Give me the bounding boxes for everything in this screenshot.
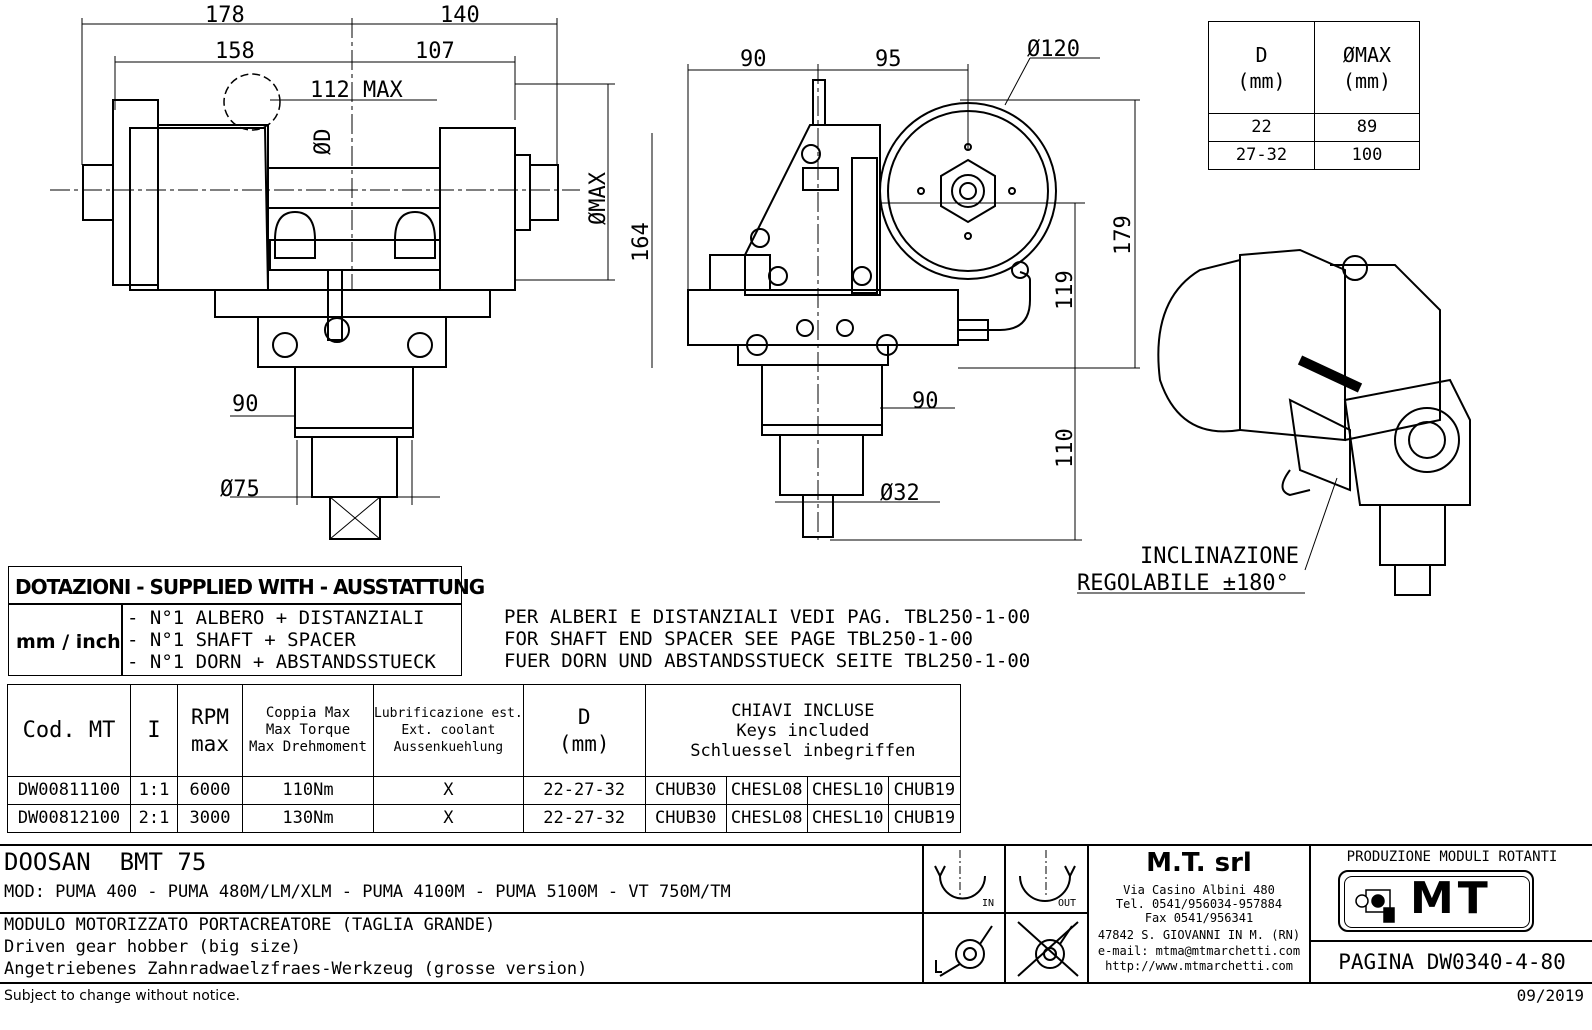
out-label: OUT (1058, 898, 1076, 909)
module-icon (1355, 889, 1395, 923)
cell-code: DW00811100 (7, 776, 131, 805)
dim-112max: 112 MAX (310, 78, 403, 103)
dmax-cell: 27-32 (1208, 141, 1315, 170)
desc-line: Driven gear hobber (big size) (4, 937, 301, 957)
dim-140: 140 (440, 3, 480, 28)
cell-key: CHUB30 (644, 804, 727, 833)
table-row: DW00812100 2:1 3000 130Nm X 22-27-32 CHU… (7, 804, 962, 833)
website-link[interactable]: http://www.mtmarchetti.com (1105, 959, 1293, 973)
dim-95: 95 (875, 47, 902, 72)
cell-coolant: X (373, 776, 524, 805)
dim-164: 164 (629, 222, 654, 262)
inclination-line-2: REGOLABILE ±180° (1077, 571, 1289, 596)
page-number: PAGINA DW0340-4-80 (1338, 950, 1566, 974)
header-rpm: RPM (191, 704, 229, 729)
dim-119: 119 (1053, 270, 1078, 310)
header-ratio: I (130, 684, 178, 777)
dim-d120: Ø120 (1027, 37, 1080, 62)
cell-ratio: 2:1 (130, 804, 178, 833)
cell-key: CHESL08 (725, 776, 808, 805)
cell-d: 22-27-32 (522, 804, 646, 833)
cell-torque: 130Nm (242, 804, 374, 833)
header-coolant: Lubrificazione est. (374, 706, 523, 721)
cell-key: CHUB19 (887, 804, 962, 833)
dim-158: 158 (215, 39, 255, 64)
cell-torque: 110Nm (242, 776, 374, 805)
rotation-out-icon: OUT (1019, 850, 1076, 909)
cell-rpm: 3000 (177, 804, 243, 833)
wrench-allowed-icon (935, 925, 993, 977)
cell-key: CHESL08 (725, 804, 808, 833)
cell-key: CHESL10 (806, 776, 889, 805)
dim-omax: ØMAX (586, 171, 611, 225)
dim-od: ØD (311, 129, 336, 156)
company-name: M.T. srl (1146, 848, 1252, 878)
header-torque: Coppia Max (265, 705, 351, 721)
unit-label: mm / inch (16, 631, 121, 653)
cell-d: 22-27-32 (522, 776, 646, 805)
dim-90-left: 90 (232, 392, 259, 417)
dmax-cell: 100 (1314, 141, 1420, 170)
cell-key: CHUB19 (887, 776, 962, 805)
cell-rpm: 6000 (177, 776, 243, 805)
desc-line: Angetriebenes Zahnradwaelzfraes-Werkzeug… (4, 959, 588, 979)
in-label: IN (982, 898, 994, 909)
machine-title: DOOSAN BMT 75 (4, 848, 207, 876)
address-line: 47842 S. GIOVANNI IN M. (RN) (1097, 928, 1301, 942)
note-line: FOR SHAFT END SPACER SEE PAGE TBL250-1-0… (504, 628, 973, 650)
dim-179: 179 (1111, 215, 1136, 255)
wrench-forbidden-icon (1017, 921, 1079, 977)
dim-d75: Ø75 (220, 477, 260, 502)
address-line: Tel. 0541/956034-957884 (1115, 897, 1283, 911)
cell-key: CHUB30 (644, 776, 727, 805)
dmax-cell: 89 (1314, 113, 1420, 142)
dim-107: 107 (415, 39, 455, 64)
logo-text: MT (1410, 873, 1492, 924)
note-line: FUER DORN UND ABSTANDSSTUECK SEITE TBL25… (504, 650, 1031, 672)
dim-178: 178 (205, 3, 245, 28)
production-label: PRODUZIONE MODULI ROTANTI (1346, 849, 1558, 865)
header-keys: CHIAVI INCLUSE (731, 700, 875, 721)
cell-code: DW00812100 (7, 804, 131, 833)
table-row: DW00811100 1:1 6000 110Nm X 22-27-32 CHU… (7, 776, 962, 805)
models-line: MOD: PUMA 400 - PUMA 480M/LM/XLM - PUMA … (4, 882, 731, 902)
note-line: PER ALBERI E DISTANZIALI VEDI PAG. TBL25… (504, 606, 1031, 628)
dim-d32: Ø32 (880, 481, 920, 506)
cell-ratio: 1:1 (130, 776, 178, 805)
inclination-line-1: INCLINAZIONE (1140, 544, 1299, 569)
rotation-in-icon: IN (934, 850, 994, 909)
cell-coolant: X (373, 804, 524, 833)
mt-logo: MT (1338, 870, 1534, 932)
technical-drawing: 178 140 158 107 112 MAX 90 95 Ø120 90 Ø7… (50, 3, 1471, 596)
cell-key: CHESL10 (806, 804, 889, 833)
address-line: Via Casino Albini 480 (1123, 883, 1275, 897)
desc-line: MODULO MOTORIZZATO PORTACREATORE (TAGLIA… (4, 915, 496, 935)
dmax-cell: 22 (1208, 113, 1315, 142)
revision-date: 09/2019 (1516, 986, 1584, 1005)
header-d: D (577, 704, 591, 729)
supplied-item: - N°1 SHAFT + SPACER (127, 629, 356, 651)
supplied-title: DOTAZIONI - SUPPLIED WITH - AUSSTATTUNG (15, 575, 485, 599)
header-code: Cod. MT (7, 684, 131, 777)
dmax-header-omax: ØMAX (1342, 42, 1392, 67)
change-notice: Subject to change without notice. (4, 988, 240, 1004)
dmax-header-d: D (1255, 42, 1268, 67)
dim-90-right: 90 (912, 389, 939, 414)
address-line: Fax 0541/956341 (1144, 911, 1254, 925)
supplied-item: - N°1 ALBERO + DISTANZIALI (127, 607, 425, 629)
dim-110: 110 (1053, 428, 1078, 468)
supplied-box: DOTAZIONI - SUPPLIED WITH - AUSSTATTUNG … (8, 566, 485, 676)
email-link[interactable]: e-mail: mtma@mtmarchetti.com (1097, 944, 1301, 958)
dim-90-top: 90 (740, 47, 767, 72)
supplied-item: - N°1 DORN + ABSTANDSSTUECK (127, 651, 436, 673)
